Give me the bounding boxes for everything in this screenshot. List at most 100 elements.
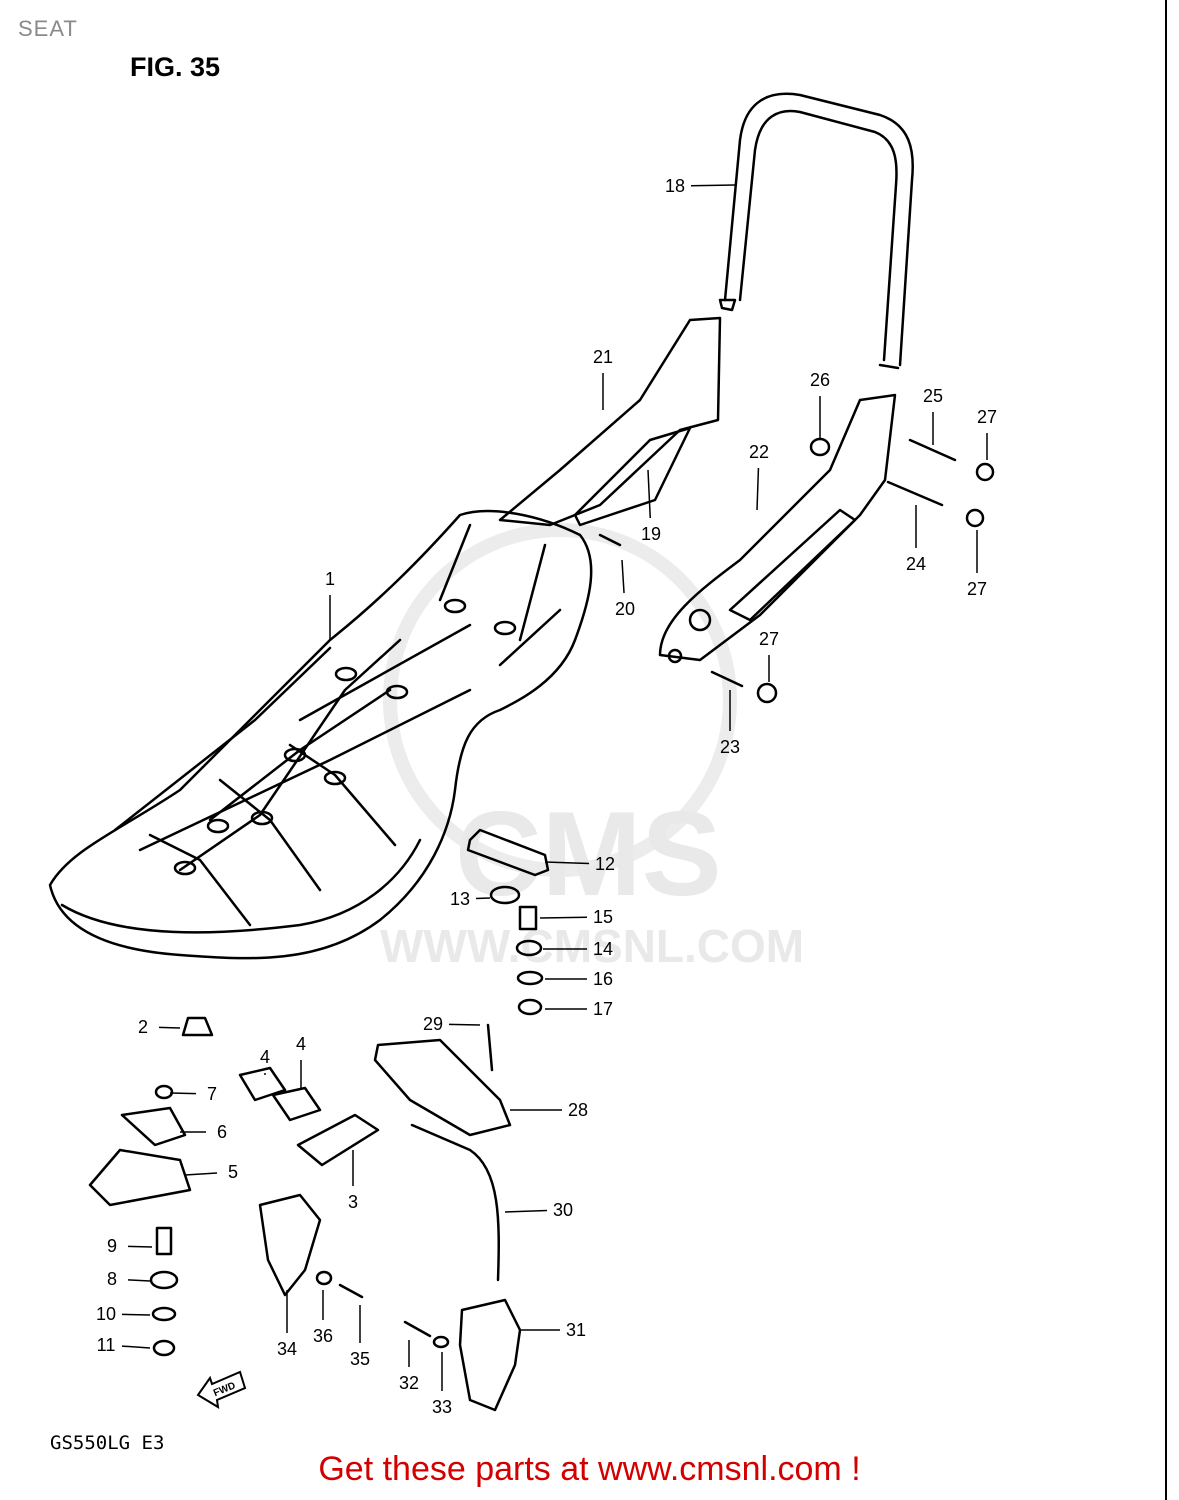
cap-27a-part[interactable] <box>975 462 995 482</box>
callout-c7[interactable]: 7 <box>207 1084 217 1104</box>
leader-line-c19 <box>647 469 651 519</box>
callout-c10[interactable]: 10 <box>96 1304 116 1324</box>
rail-left-part[interactable] <box>498 316 722 527</box>
watermark-brand: CMS <box>455 787 722 921</box>
leader-line-c9 <box>127 1245 153 1248</box>
screw-32-part[interactable] <box>403 1320 432 1338</box>
callout-c8[interactable]: 8 <box>107 1269 117 1289</box>
seat-part[interactable] <box>48 509 593 960</box>
watermark-url: WWW.CMSNL.COM <box>380 920 804 972</box>
cmsnl-watermark: CMS WWW.CMSNL.COM <box>380 523 804 972</box>
bolt-23-part[interactable] <box>710 670 744 688</box>
callout-c35[interactable]: 35 <box>350 1349 370 1369</box>
leader-line-c10 <box>121 1313 151 1316</box>
rail-right-part[interactable] <box>658 393 897 664</box>
seat-plate-part[interactable] <box>296 1113 380 1167</box>
washer-part[interactable] <box>515 939 543 957</box>
callout-c12[interactable]: 12 <box>595 854 615 874</box>
callout-c18[interactable]: 18 <box>665 176 685 196</box>
cushion-block-a-part[interactable] <box>238 1066 287 1102</box>
backrest-part[interactable] <box>718 92 914 370</box>
screw-35-part[interactable] <box>338 1283 364 1299</box>
collar-small-part[interactable] <box>155 1226 173 1256</box>
nut-small-part[interactable] <box>154 1084 174 1100</box>
callout-c21[interactable]: 21 <box>593 347 613 367</box>
callout-c27a[interactable]: 27 <box>977 407 997 427</box>
callout-c29[interactable]: 29 <box>423 1014 443 1034</box>
washer-33-part[interactable] <box>432 1335 450 1349</box>
leader-line-c7 <box>169 1092 197 1095</box>
callout-c27b[interactable]: 27 <box>967 579 987 599</box>
seat-lock-part[interactable] <box>458 1298 522 1412</box>
callout-c14[interactable]: 14 <box>593 939 613 959</box>
model-code: GS550LG E3 <box>50 1432 165 1454</box>
fwd-arrow-icon: FWD <box>196 1370 247 1409</box>
callout-c30[interactable]: 30 <box>553 1200 573 1220</box>
leader-line-c15 <box>539 916 588 919</box>
leader-line-c18 <box>690 184 736 187</box>
callout-c17[interactable]: 17 <box>593 999 613 1019</box>
cushion-part[interactable] <box>489 885 521 905</box>
callout-c2[interactable]: 2 <box>138 1017 148 1037</box>
cap-27c-part[interactable] <box>756 682 778 704</box>
callout-c4b[interactable]: 4 <box>296 1034 306 1054</box>
callout-c24[interactable]: 24 <box>906 554 926 574</box>
callout-c6[interactable]: 6 <box>217 1122 227 1142</box>
leader-line-c11 <box>121 1345 151 1349</box>
page-edge-border <box>1165 0 1173 1500</box>
bolt-20-part[interactable] <box>598 533 622 547</box>
leader-line-c12 <box>544 861 590 865</box>
leader-line-c2 <box>158 1026 181 1029</box>
washer-small-part[interactable] <box>149 1270 179 1290</box>
bracket-plate-part[interactable] <box>466 828 550 877</box>
screw-29-part[interactable] <box>486 1023 494 1072</box>
callout-c11[interactable]: 11 <box>97 1335 116 1355</box>
lock-assembly-part[interactable] <box>258 1193 322 1297</box>
callout-c20[interactable]: 20 <box>615 599 635 619</box>
callout-c27c[interactable]: 27 <box>759 629 779 649</box>
seat-hook-part[interactable] <box>88 1148 192 1207</box>
lock-bracket-part[interactable] <box>373 1038 512 1137</box>
collar-part[interactable] <box>518 905 538 931</box>
bolt-25-part[interactable] <box>908 438 957 462</box>
callout-c19[interactable]: 19 <box>641 524 661 544</box>
callout-c31[interactable]: 31 <box>566 1320 586 1340</box>
lock-cable-part[interactable] <box>410 1123 500 1282</box>
cms-footer-link[interactable]: Get these parts at www.cmsnl.com ! <box>318 1450 861 1488</box>
callout-c4a[interactable]: 4 <box>260 1047 270 1067</box>
nut-26-part[interactable] <box>809 437 831 457</box>
leader-line-c20 <box>621 559 625 594</box>
leader-line-c8 <box>127 1279 151 1282</box>
callout-c1[interactable]: 1 <box>325 569 335 589</box>
callout-c26[interactable]: 26 <box>810 370 830 390</box>
spacer-plate-part[interactable] <box>120 1106 187 1147</box>
nut-flange-part[interactable] <box>152 1339 176 1357</box>
callout-c33[interactable]: 33 <box>432 1397 452 1417</box>
cap-27b-part[interactable] <box>965 508 985 528</box>
callout-c23[interactable]: 23 <box>720 737 740 757</box>
cushion-block-b-part[interactable] <box>271 1086 322 1122</box>
callout-c25[interactable]: 25 <box>923 386 943 406</box>
washer-36-part[interactable] <box>315 1270 333 1286</box>
callout-c36[interactable]: 36 <box>313 1326 333 1346</box>
callout-c5[interactable]: 5 <box>228 1162 238 1182</box>
callout-c16[interactable]: 16 <box>593 969 613 989</box>
leader-line-c5 <box>184 1172 218 1176</box>
callout-c34[interactable]: 34 <box>277 1339 297 1359</box>
callout-c28[interactable]: 28 <box>568 1100 588 1120</box>
lock-washer-part[interactable] <box>516 970 544 986</box>
bolt-24-part[interactable] <box>886 480 944 507</box>
lock-washer-small-part[interactable] <box>151 1306 177 1322</box>
callout-c9[interactable]: 9 <box>107 1236 117 1256</box>
leader-line-c29 <box>448 1023 481 1026</box>
section-title: SEAT <box>18 16 78 41</box>
leader-line-c22 <box>756 467 760 511</box>
callout-c15[interactable]: 15 <box>593 907 613 927</box>
callout-c3[interactable]: 3 <box>348 1192 358 1212</box>
rubber-bumper-part[interactable] <box>181 1016 214 1037</box>
figure-number: FIG. 35 <box>130 52 221 82</box>
callout-c32[interactable]: 32 <box>399 1373 419 1393</box>
nut-part[interactable] <box>517 998 543 1016</box>
callout-c13[interactable]: 13 <box>450 889 470 909</box>
callout-c22[interactable]: 22 <box>749 442 769 462</box>
